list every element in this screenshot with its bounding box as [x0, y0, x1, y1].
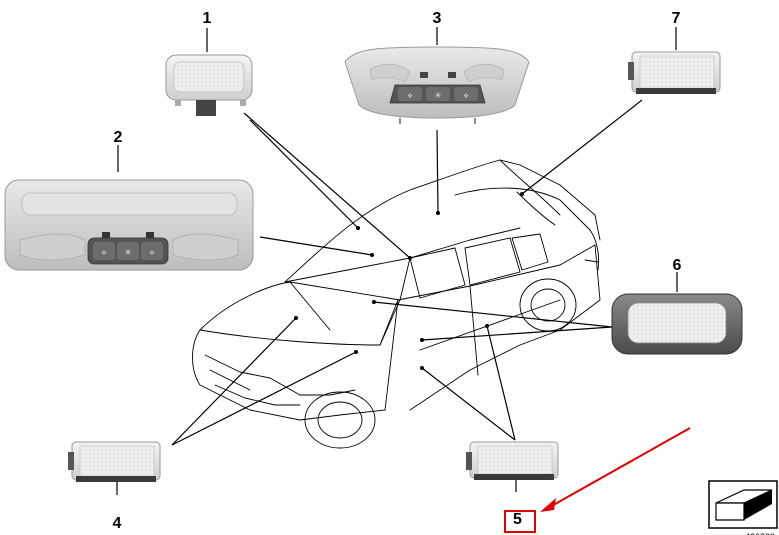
- car-outline: [192, 159, 601, 449]
- part-1-reading-light: [165, 54, 253, 116]
- part-number-4: 4: [113, 515, 122, 532]
- part-4-footwell-light: [68, 441, 161, 482]
- assembly-symbol-icon: [708, 480, 778, 529]
- highlight-box-part-5: [504, 510, 536, 533]
- svg-text:⟡: ⟡: [101, 248, 107, 257]
- leader-lines: [116, 27, 678, 495]
- part-number-1: 1: [203, 10, 212, 27]
- part-number-5: 5: [513, 511, 522, 528]
- part-number-2: 2: [114, 129, 123, 146]
- svg-text:✳: ✳: [435, 91, 442, 100]
- part-numbers: 1 2 3 4 6 7 486823: [113, 10, 775, 535]
- part-number-3: 3: [433, 10, 442, 27]
- part-2-roof-console: ⟡ ✳ ⟡: [4, 179, 254, 271]
- part-7-luggage-light: [628, 51, 721, 94]
- leader-dots: [294, 192, 524, 370]
- part-number-6: 6: [673, 257, 682, 274]
- highlight-arrow: [540, 427, 691, 512]
- svg-text:⟡: ⟡: [149, 248, 155, 257]
- drawing-number: 486823: [745, 532, 775, 535]
- svg-text:⟡: ⟡: [463, 91, 469, 100]
- svg-text:⟡: ⟡: [407, 91, 413, 100]
- part-6-dark-housing-light: [611, 293, 743, 355]
- part-5-door-light: [466, 441, 559, 480]
- part-3-overhead-console: ⟡ ✳ ⟡: [344, 46, 530, 124]
- part-number-7: 7: [672, 10, 681, 27]
- svg-text:✳: ✳: [125, 248, 132, 257]
